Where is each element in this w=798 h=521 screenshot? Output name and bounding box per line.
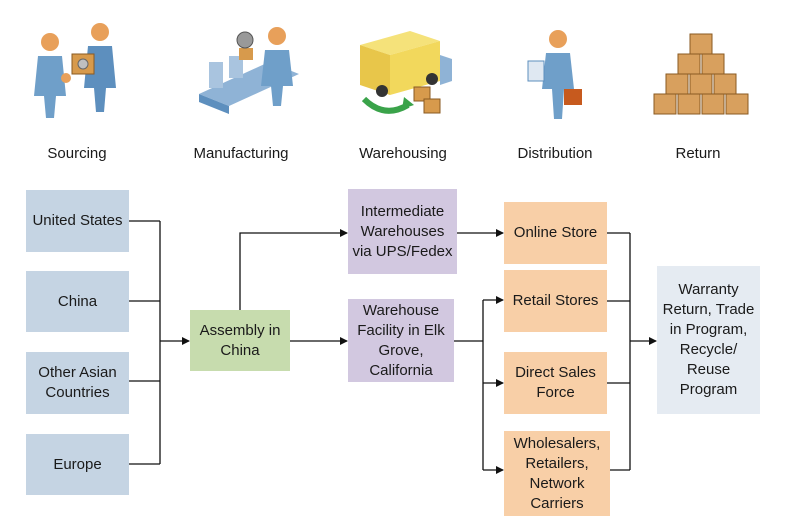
stage-label-manufacturing: Manufacturing [193,145,289,162]
assembly-box: Assembly in China [190,310,290,371]
stage-label-distribution: Distribution [517,145,593,162]
person-with-briefcase-icon [527,30,582,119]
channel-direct-sales-force: Direct Sales Force [504,352,607,414]
channel-online-store: Online Store [504,202,607,264]
stage-label-return: Return [675,145,721,162]
stage-label-warehousing: Warehousing [359,145,447,162]
source-other-asian-countries: Other Asian Countries [26,352,129,414]
channel-retail-stores: Retail Stores [504,270,607,332]
source-europe: Europe [26,434,129,495]
elk-grove-warehouse-box: Warehouse Facility in Elk Grove, Califor… [348,299,454,382]
channel-wholesalers: Wholesalers, Retailers, Network Carriers [504,431,610,516]
intermediate-warehouses-box: Intermediate Warehouses via UPS/Fedex [348,189,457,274]
source-united-states: United States [26,190,129,252]
delivery-truck-icon [360,31,452,114]
source-china: China [26,271,129,332]
handshake-people-icon [34,23,116,118]
assembly-line-icon [199,27,299,114]
stacked-boxes-icon [653,33,749,115]
stage-label-sourcing: Sourcing [47,145,107,162]
returns-box: Warranty Return, Trade in Program, Recyc… [657,266,760,414]
